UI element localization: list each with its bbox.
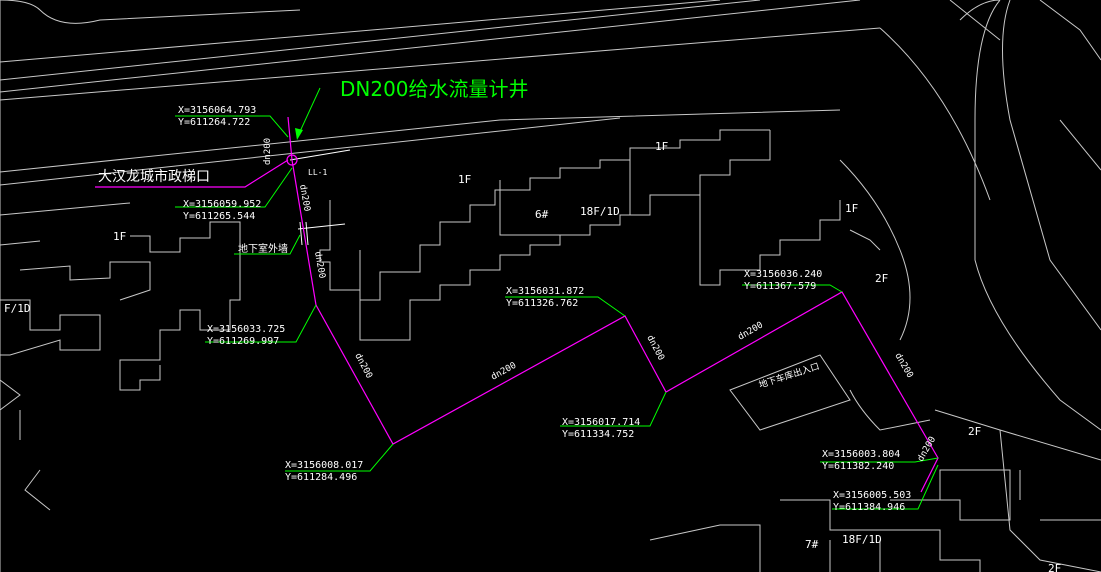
building-7-label: 7# bbox=[805, 538, 819, 551]
coord-y: Y=611382.240 bbox=[822, 461, 894, 472]
well-detail-lines bbox=[289, 149, 351, 246]
floor-tag: 2F bbox=[875, 272, 888, 285]
pipe-size-label: dn200 bbox=[490, 361, 519, 383]
coord-y: Y=611326.762 bbox=[506, 298, 578, 309]
coord-y: Y=611264.722 bbox=[178, 117, 250, 128]
pipe-size-label: dn200 bbox=[312, 251, 327, 279]
pipe-size-label: dn200 bbox=[297, 184, 312, 212]
title: DN200给水流量计井 bbox=[340, 77, 529, 101]
coord-x: X=3156036.240 bbox=[744, 269, 822, 280]
building-6-label: 6# bbox=[535, 208, 549, 221]
coordinate-labels: X=3156064.793 Y=611264.722 X=3156059.952… bbox=[178, 105, 911, 513]
pipe-size-label: dn200 bbox=[737, 320, 765, 342]
coord-y: Y=611265.544 bbox=[183, 211, 255, 222]
floor-tag: F/1D bbox=[4, 302, 31, 315]
floor-tag: 1F bbox=[113, 230, 126, 243]
coord-y: Y=611269.997 bbox=[207, 336, 279, 347]
pipe-size-label: dn200 bbox=[892, 352, 914, 380]
coord-x: X=3156017.714 bbox=[562, 417, 640, 428]
building-7-floors: 18F/1D bbox=[842, 533, 882, 546]
wall-label: 地下室外墙 bbox=[238, 242, 288, 255]
floor-tag: 1F bbox=[458, 173, 471, 186]
coord-y: Y=611284.496 bbox=[285, 472, 357, 483]
building-6-floors: 18F/1D bbox=[580, 205, 620, 218]
well-id: LL-1 bbox=[308, 168, 327, 177]
leader-lines bbox=[175, 87, 939, 510]
pipe-size-label: dn200 bbox=[916, 435, 938, 463]
coord-x: X=3156064.793 bbox=[178, 105, 256, 116]
floor-tag: 2F bbox=[1048, 562, 1061, 572]
floor-tag: 1F bbox=[655, 140, 668, 153]
coord-y: Y=611367.579 bbox=[744, 281, 816, 292]
coord-x: X=3156005.503 bbox=[833, 490, 911, 501]
floor-tag: 1F bbox=[845, 202, 858, 215]
street-label: 大汉龙城市政梯口 bbox=[98, 168, 210, 185]
coord-x: X=3156008.017 bbox=[285, 460, 363, 471]
flow-meter-well-icon bbox=[286, 154, 298, 166]
coord-x: X=3156033.725 bbox=[207, 324, 285, 335]
floor-tag: 2F bbox=[968, 425, 981, 438]
coord-x: X=3156059.952 bbox=[183, 199, 261, 210]
coord-x: X=3156031.872 bbox=[506, 286, 584, 297]
coord-x: X=3156003.804 bbox=[822, 449, 900, 460]
coord-y: Y=611334.752 bbox=[562, 429, 634, 440]
building-outlines bbox=[0, 129, 1101, 572]
coord-y: Y=611384.946 bbox=[833, 502, 905, 513]
pipe-size-label: dn200 bbox=[263, 138, 273, 165]
pipe-street bbox=[95, 159, 289, 188]
